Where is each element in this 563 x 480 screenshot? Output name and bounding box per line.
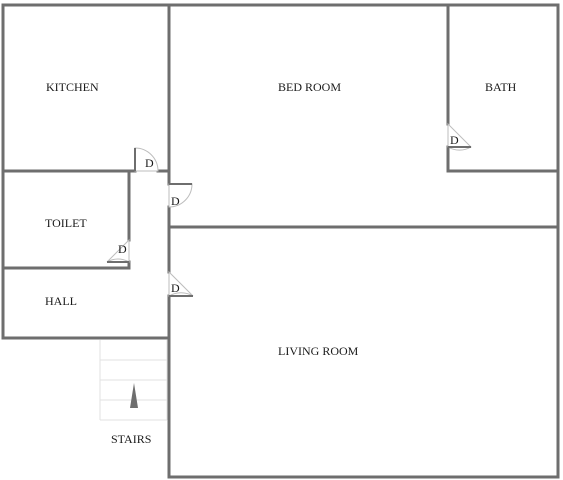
room-label-living-room: LIVING ROOM <box>278 344 359 358</box>
room-label-hall: HALL <box>45 294 77 308</box>
room-label-bath: BATH <box>485 80 517 94</box>
door-bath[interactable]: D <box>447 122 472 151</box>
door-bedroom[interactable]: D <box>168 183 193 208</box>
room-label-kitchen: KITCHEN <box>46 80 99 94</box>
door-toilet[interactable]: D <box>106 238 130 263</box>
door-label: D <box>171 281 180 295</box>
stairs-arrow <box>130 383 138 408</box>
door-kitchen[interactable]: D <box>134 147 159 172</box>
door-label: D <box>450 133 459 147</box>
room-label-stairs: STAIRS <box>111 432 151 446</box>
door-label: D <box>118 242 127 256</box>
walls <box>1 3 560 479</box>
stairs <box>99 340 168 421</box>
door-label: D <box>145 156 154 170</box>
door-label: D <box>171 194 180 208</box>
door-living-room[interactable]: D <box>168 270 194 297</box>
room-label-bedroom: BED ROOM <box>278 80 341 94</box>
room-label-toilet: TOILET <box>45 216 87 230</box>
